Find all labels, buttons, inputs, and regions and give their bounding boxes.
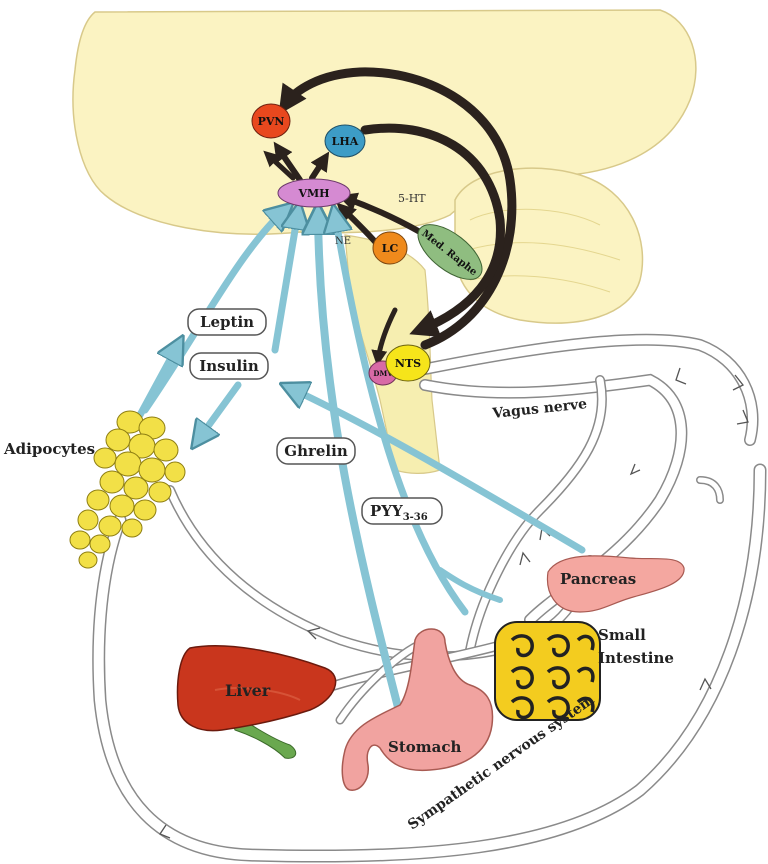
adipocytes-cluster <box>69 410 186 569</box>
pyy-subscript: 3-36 <box>403 512 428 523</box>
pvn-label: PVN <box>258 115 285 128</box>
pancreas-shape <box>546 555 685 613</box>
lc-label: LC <box>382 242 399 255</box>
insulin-pill: Insulin <box>189 352 269 380</box>
arrow-to-dmv <box>371 307 398 367</box>
lc-nucleus <box>372 231 408 265</box>
ghrelin-pill: Ghrelin <box>276 437 356 465</box>
vmh-label: VMH <box>297 187 329 200</box>
nerve-direction-arrows <box>159 367 749 839</box>
arrow-lha-to-nts <box>360 123 505 337</box>
vagus-nerve-label: Vagus nerve <box>491 396 588 422</box>
vmh-nucleus <box>277 178 351 208</box>
nuclei: PVN LHA VMH LC Med. Raphe DMV NTS <box>251 103 483 386</box>
med-raphe-nucleus <box>417 224 483 280</box>
serotonin-label: 5-HT <box>398 192 426 205</box>
stomach-label: Stomach <box>388 738 461 756</box>
svg-text:PYY3-36: PYY3-36 <box>370 502 428 523</box>
arrow-raphe-to-vmh <box>337 192 423 235</box>
stomach-shape <box>341 628 494 791</box>
liver-shape <box>176 645 337 759</box>
arrow-pyy <box>335 215 469 616</box>
leptin-pill: Leptin <box>187 308 267 336</box>
adipocytes-label: Adipocytes <box>3 440 95 458</box>
arrow-insulin-to-adipocytes <box>198 381 242 440</box>
leptin-label: Leptin <box>200 313 254 331</box>
pyy-pill: PYY3-36 <box>361 497 443 525</box>
arrow-nts-to-pvn <box>278 67 517 350</box>
arrow-insulin <box>271 212 298 354</box>
arrow-adipocytes-to-leptin <box>136 345 178 419</box>
lha-nucleus <box>324 124 366 158</box>
ghrelin-label: Ghrelin <box>284 442 348 460</box>
pancreas-label: Pancreas <box>560 570 636 588</box>
pyy-label: PYY <box>370 502 403 520</box>
small-intestine-shape <box>494 621 601 721</box>
nts-label: NTS <box>395 357 421 370</box>
small-intestine-label-line1: Small <box>598 626 646 644</box>
norepinephrine-label: NE <box>335 236 351 247</box>
hormone-pathways <box>136 210 586 719</box>
arrow-vmh-to-pvn <box>273 141 303 183</box>
arrow-ghrelin <box>318 215 404 719</box>
insulin-label: Insulin <box>199 357 259 375</box>
arrow-intestine-to-vagus <box>437 567 503 603</box>
arrow-leptin <box>141 210 285 414</box>
nts-nucleus <box>385 344 431 382</box>
small-intestine-label-line2: Intestine <box>598 649 674 667</box>
lha-label: LHA <box>332 135 359 148</box>
arrow-vmh-to-lha <box>309 151 330 181</box>
dmv-label: DMV <box>373 369 393 378</box>
pvn-nucleus <box>251 103 291 139</box>
liver-label: Liver <box>225 681 271 700</box>
arrow-pancreas-to-insulin <box>290 388 586 554</box>
arrow-vmh-to-pvn-2 <box>263 150 296 181</box>
